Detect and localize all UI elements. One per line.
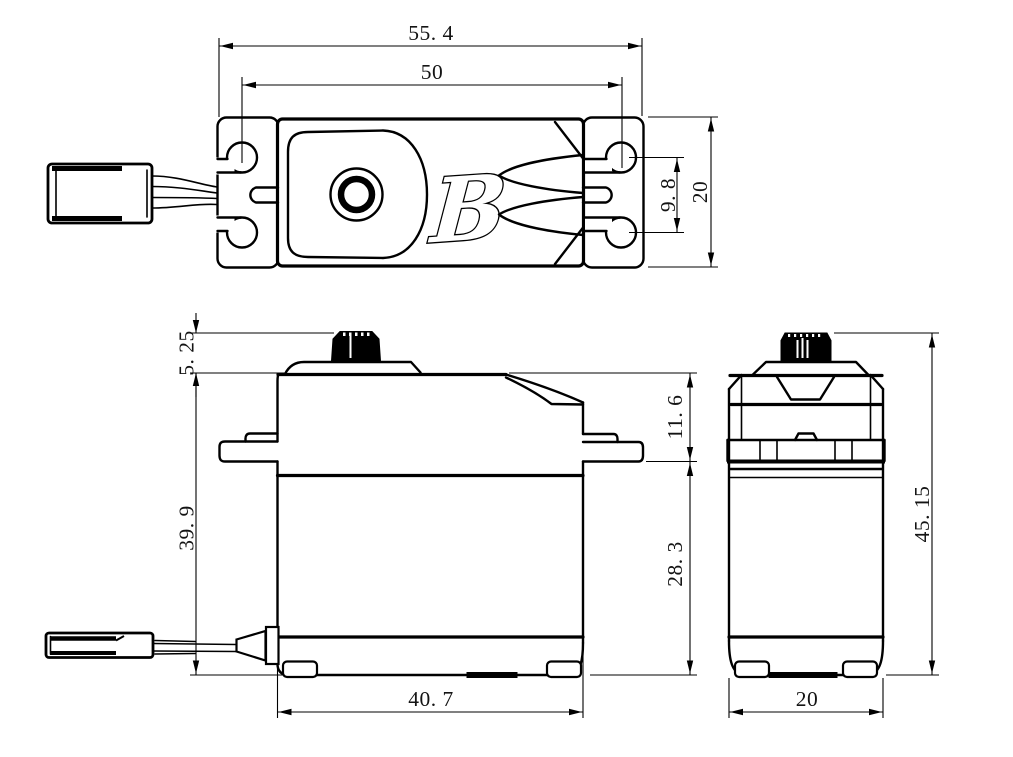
cover-contour-lines	[497, 120, 585, 266]
wire-slot-left	[249, 186, 280, 204]
dim-label-body-width: 40. 7	[408, 687, 454, 711]
dim-front-body-height: 39. 9	[175, 373, 284, 676]
dim-label-overall-width: 55. 4	[408, 21, 454, 45]
dimensions: 55. 4 50 9. 8 20 5. 25	[175, 21, 939, 718]
output-spline-front	[330, 331, 382, 362]
flange-left	[218, 440, 279, 463]
boss-detail	[775, 375, 836, 401]
dim-label-upper-section: 11. 6	[663, 395, 687, 440]
wire-collar	[264, 625, 280, 666]
dim-front-lower-section: 28. 3	[590, 461, 697, 676]
dim-label-spline-height: 5. 25	[175, 330, 199, 376]
dim-top-mount-hole-span: 50	[241, 60, 623, 168]
wire-leads-top	[151, 175, 218, 209]
dim-top-tab-width: 20	[648, 116, 718, 268]
dim-label-mount-hole-span: 50	[421, 60, 444, 84]
foot-front-right	[545, 660, 583, 679]
output-spline-side	[780, 332, 832, 362]
foot-side-left	[733, 660, 771, 679]
bottom-strip-side	[768, 672, 838, 678]
wire-exit-front	[152, 625, 280, 666]
dim-label-body-depth: 20	[796, 687, 819, 711]
side-view	[726, 332, 886, 679]
dim-front-spline-height: 5. 25	[175, 313, 334, 397]
strain-relief	[235, 629, 267, 662]
dim-top-hole-pitch: 9. 8	[629, 156, 684, 234]
dim-front-body-width: 40. 7	[276, 645, 584, 718]
dim-front-upper-section: 11. 6	[509, 372, 697, 463]
output-shaft-top	[329, 167, 384, 222]
cover-boss	[286, 129, 429, 260]
bottom-strip-front	[466, 672, 518, 678]
dim-side-body-depth: 20	[728, 678, 884, 718]
top-view: B	[46, 116, 645, 269]
front-view	[44, 331, 645, 679]
top-cap-front	[283, 360, 422, 376]
brand-logo-icon: B	[425, 154, 509, 264]
dim-top-overall-width: 55. 4	[218, 21, 643, 117]
wire-slot-right	[581, 186, 613, 204]
dim-side-overall-height: 45. 15	[834, 332, 939, 676]
connector-plug-top	[46, 162, 154, 225]
flange-right	[581, 440, 645, 463]
top-cap-side	[751, 360, 870, 376]
foot-front-left	[281, 660, 319, 679]
dim-label-lower-section: 28. 3	[663, 541, 687, 587]
foot-side-right	[841, 660, 879, 679]
dim-label-body-height: 39. 9	[175, 505, 199, 551]
flange-section	[726, 432, 886, 479]
connector-plug-front	[44, 631, 155, 659]
dim-label-tab-width: 20	[688, 181, 712, 204]
dim-label-hole-pitch: 9. 8	[656, 178, 680, 212]
dim-label-overall-height: 45. 15	[910, 486, 934, 543]
